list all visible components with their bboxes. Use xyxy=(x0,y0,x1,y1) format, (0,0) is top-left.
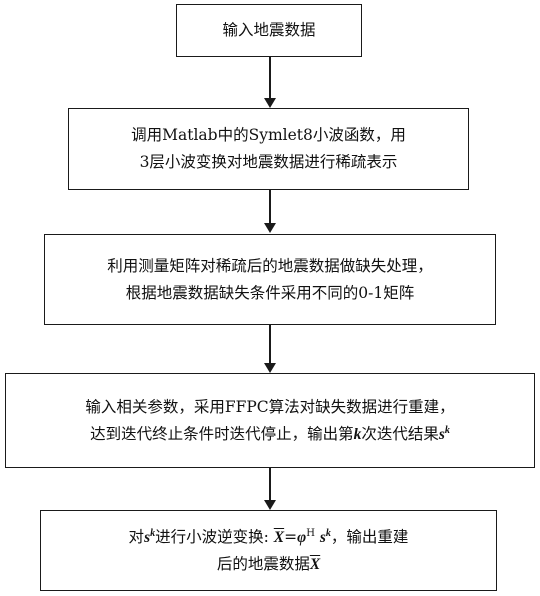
x-bar-symbol: X xyxy=(273,528,285,546)
s2-superscript: k xyxy=(325,527,331,539)
step-4-line-2-pre: 达到迭代终止条件时迭代停止，输出第 xyxy=(90,424,354,443)
arrow-4-5 xyxy=(264,468,276,510)
step-2-line-1: 调用Matlab中的Symlet8小波函数，用 xyxy=(131,126,406,144)
s-superscript: k xyxy=(150,527,156,539)
step-5-line-2-pre: 后的地震数据 xyxy=(216,554,310,573)
step-2-line-2: 3层小波变换对地震数据进行稀疏表示 xyxy=(139,153,398,171)
x-bar-output: X xyxy=(309,555,321,573)
iteration-k: k xyxy=(353,425,362,443)
arrow-2-3 xyxy=(264,190,276,233)
step-4-line-1: 输入相关参数，采用FFPC算法对缺失数据进行重建， xyxy=(85,397,455,416)
step-1-text: 输入地震数据 xyxy=(222,21,316,39)
step-3-line-1: 利用测量矩阵对稀疏后的地震数据做缺失处理， xyxy=(107,256,433,275)
arrow-1-2 xyxy=(264,57,276,108)
step-5-pre: 对 xyxy=(128,527,145,546)
result-s-symbol: s xyxy=(438,425,445,443)
step-4-box: 输入相关参数，采用FFPC算法对缺失数据进行重建， 达到迭代终止条件时迭代停止，… xyxy=(5,373,535,468)
step-5-line-2: 后的地震数据X xyxy=(217,551,320,578)
s-symbol: s xyxy=(144,528,151,546)
step-5-mid: 进行小波逆变换: xyxy=(155,527,269,546)
step-5-post: ，输出重建 xyxy=(330,527,409,546)
step-2-box: 调用Matlab中的Symlet8小波函数，用 3层小波变换对地震数据进行稀疏表… xyxy=(68,108,469,190)
equals-sign: = xyxy=(284,527,298,546)
step-5-line-1: 对sk进行小波逆变换: X=φH sk，输出重建 xyxy=(129,524,409,551)
step-4-line-2: 达到迭代终止条件时迭代停止，输出第k次迭代结果sk xyxy=(90,421,450,448)
arrow-3-4 xyxy=(264,325,276,373)
step-1-box: 输入地震数据 xyxy=(176,4,362,57)
step-4-line-2-mid: 次迭代结果 xyxy=(361,424,439,443)
s2-symbol: s xyxy=(319,528,326,546)
phi-superscript: H xyxy=(306,527,315,539)
step-3-box: 利用测量矩阵对稀疏后的地震数据做缺失处理， 根据地震数据缺失条件采用不同的0-1… xyxy=(44,234,496,325)
step-3-line-2: 根据地震数据缺失条件采用不同的0-1矩阵 xyxy=(125,283,415,302)
step-5-box: 对sk进行小波逆变换: X=φH sk，输出重建 后的地震数据X xyxy=(40,510,497,591)
phi-symbol: φ xyxy=(297,528,307,546)
result-s-superscript: k xyxy=(444,424,450,436)
